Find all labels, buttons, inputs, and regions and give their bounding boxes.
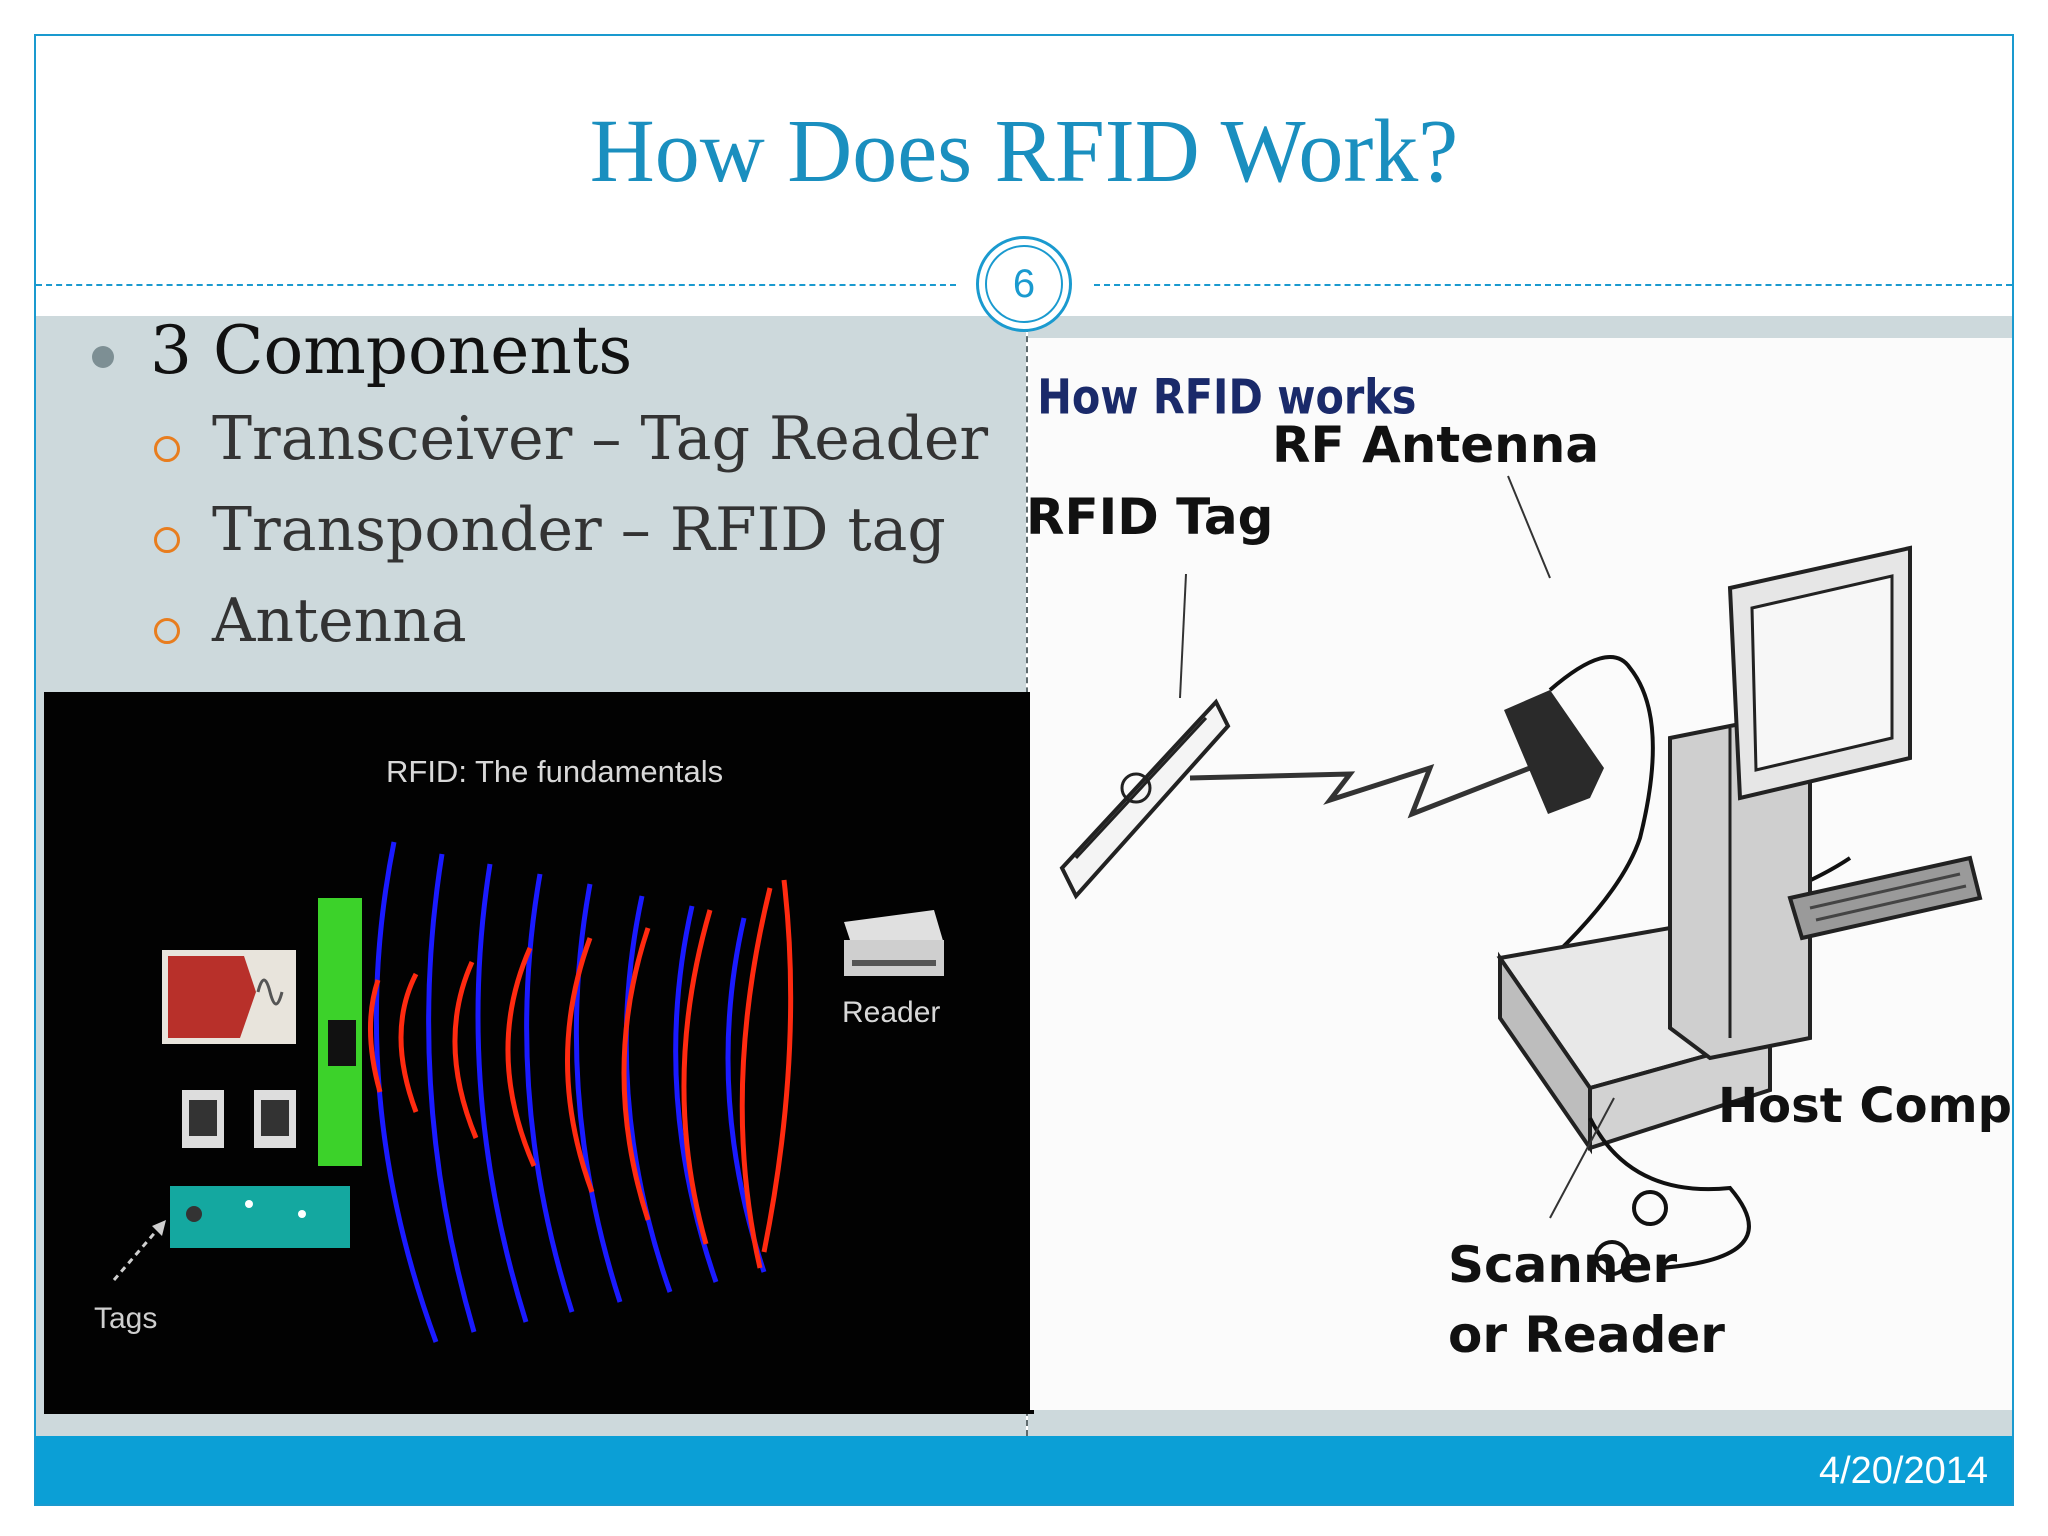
rfid-fundamentals-image: RFID: The fundamentals bbox=[44, 692, 1034, 1414]
tag-card-icon bbox=[162, 950, 296, 1044]
right-panel-band-bottom bbox=[1028, 1410, 2012, 1436]
rfid-fundamentals-illustration: RFID: The fundamentals bbox=[44, 692, 1034, 1414]
reader-label: Reader bbox=[842, 996, 940, 1029]
sub-bullet-ring-icon bbox=[154, 618, 180, 644]
slide-date: 4/20/2014 bbox=[1818, 1450, 1988, 1492]
scanner-label-line2: or Reader bbox=[1448, 1306, 1725, 1364]
right-panel-band-top bbox=[1028, 316, 2012, 338]
slide-title: How Does RFID Work? bbox=[589, 102, 1459, 201]
tag-leader-line bbox=[1179, 573, 1187, 699]
sub-bullet-text: Transponder – RFID tag bbox=[212, 495, 946, 565]
slide-number: 6 bbox=[985, 245, 1063, 323]
header-divider-left bbox=[36, 284, 956, 286]
footer-bar: 4/20/2014 bbox=[36, 1436, 2012, 1504]
radio-waves-icon bbox=[367, 841, 794, 1343]
rfid-tag-card-icon bbox=[1059, 698, 1231, 900]
tags-label: Tags bbox=[94, 1302, 157, 1335]
scanner-label-line1: Scanner bbox=[1448, 1236, 1677, 1294]
antenna-leader-line bbox=[1507, 475, 1551, 579]
tag-chip-icon bbox=[182, 1090, 296, 1148]
host-computer-label: Host Computer bbox=[1718, 1078, 2012, 1134]
bullet-main-text: 3 Components bbox=[150, 312, 633, 389]
fundamentals-caption: RFID: The fundamentals bbox=[386, 754, 723, 789]
sub-bullet-ring-icon bbox=[154, 436, 180, 462]
rf-antenna-icon bbox=[1504, 655, 1655, 980]
host-computer-icon bbox=[1668, 545, 1983, 1061]
slide-number-badge: 6 bbox=[976, 236, 1072, 332]
scanner-leader-line bbox=[1549, 1097, 1615, 1219]
sub-bullet-text: Antenna bbox=[212, 586, 467, 656]
sub-bullet-text: Transceiver – Tag Reader bbox=[212, 404, 989, 474]
tags-arrow-icon bbox=[112, 1221, 166, 1281]
header-divider-right bbox=[1094, 284, 2012, 286]
how-rfid-works-image: How RFID works bbox=[1026, 338, 2048, 1410]
bullet-dot-icon bbox=[92, 346, 114, 368]
green-strip-tag-icon bbox=[318, 898, 362, 1166]
signal-bolt-icon bbox=[1189, 764, 1531, 819]
diagram-heading: How RFID works bbox=[1037, 369, 1416, 426]
reader-device-icon bbox=[844, 910, 944, 976]
rfid-tag-label: RFID Tag bbox=[1030, 488, 1273, 546]
rf-antenna-label: RF Antenna bbox=[1272, 416, 1599, 474]
teal-tag-icon bbox=[170, 1186, 350, 1248]
sub-bullet-ring-icon bbox=[154, 527, 180, 553]
tags-arrowhead-icon bbox=[152, 1220, 166, 1236]
how-rfid-works-diagram: How RFID works bbox=[1026, 338, 2048, 1410]
